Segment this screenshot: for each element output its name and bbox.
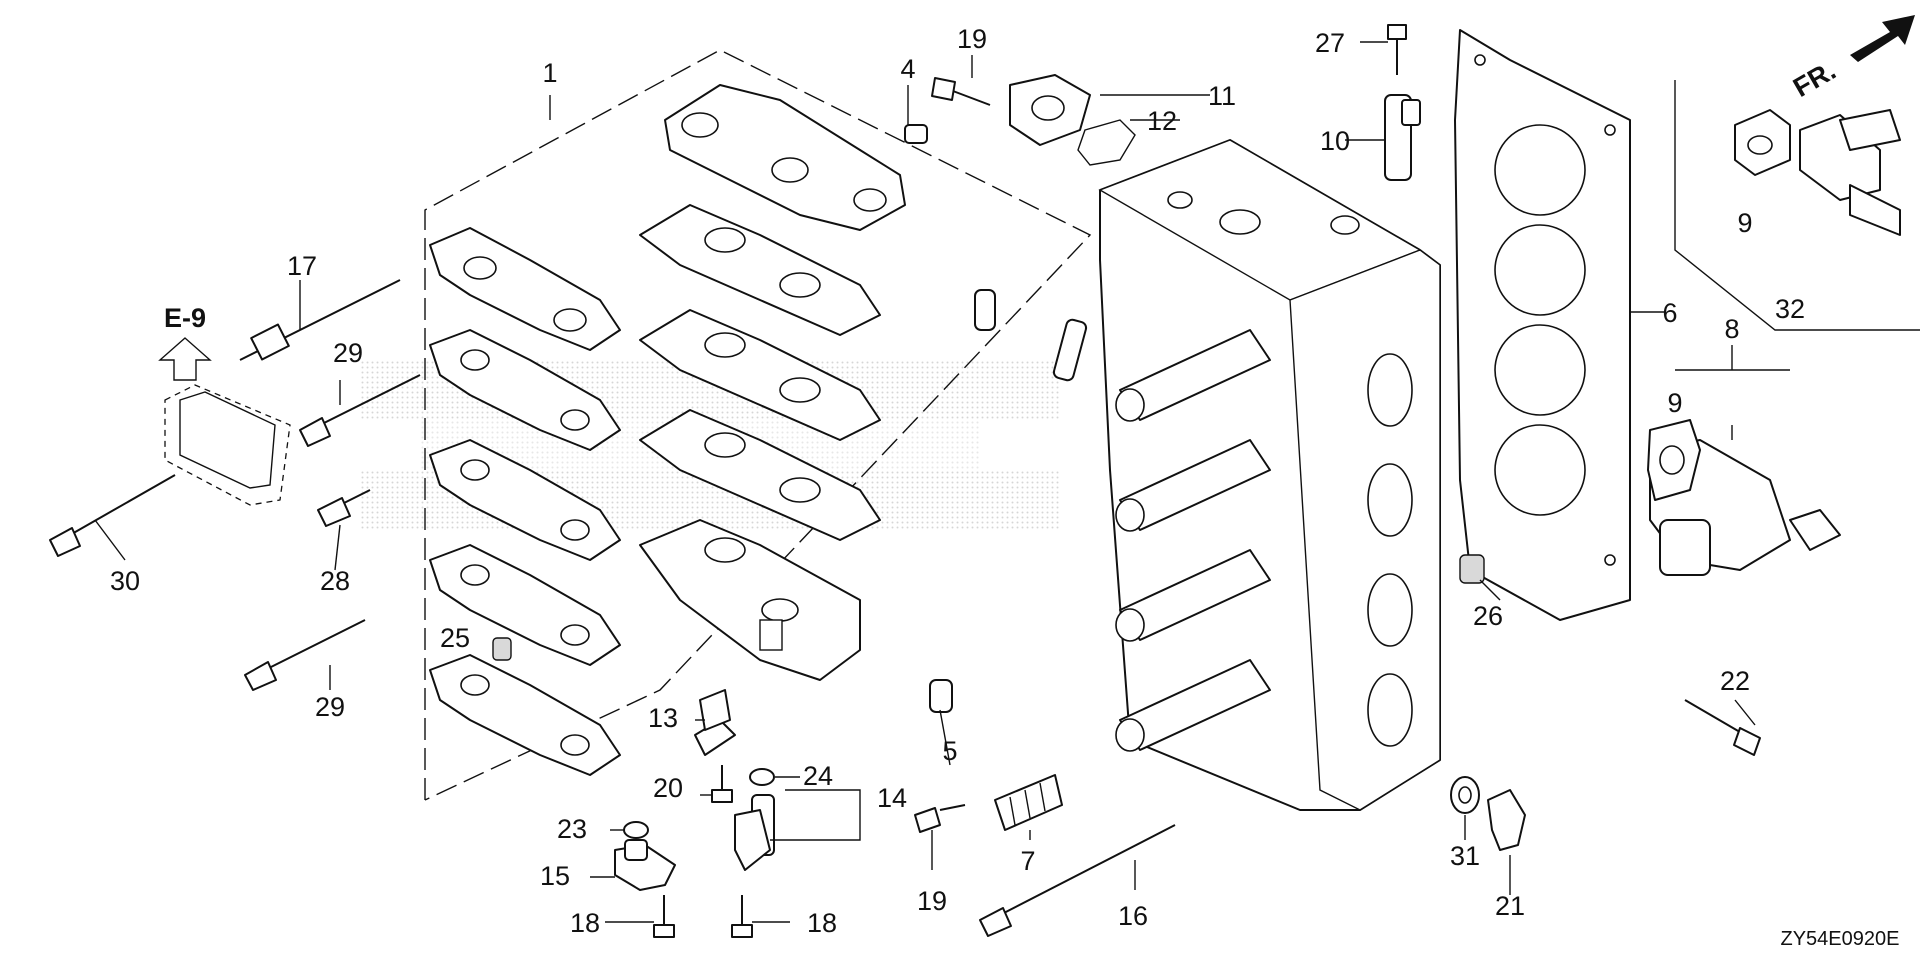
- part-28-bolt: [317, 489, 371, 527]
- camshaft-holder-right-1: [639, 204, 881, 336]
- callout-21: 21: [1495, 891, 1525, 921]
- callout-10: 10: [1320, 126, 1350, 156]
- camshaft-holder-right-3: [639, 409, 881, 541]
- gasket-9-lower: [1647, 419, 1701, 501]
- callout-16: 16: [1118, 901, 1148, 931]
- part-30-bolt: [49, 474, 176, 557]
- camshaft-holder-top: [664, 84, 906, 231]
- inset-box: [1674, 80, 1920, 331]
- callout-20: 20: [653, 773, 683, 803]
- callout-29-lower: 29: [315, 692, 345, 722]
- camshaft-holder-left-3: [429, 439, 621, 561]
- part-14-sensor: [734, 794, 775, 871]
- callout-1: 1: [542, 58, 557, 88]
- callout-19-top: 19: [957, 24, 987, 54]
- front-arrow-icon: [1850, 15, 1915, 62]
- part-13-bracket: [694, 689, 736, 756]
- part-25-dowel: [492, 637, 512, 661]
- part-20-bolt: [711, 765, 733, 803]
- part-27-bolt: [1387, 24, 1407, 75]
- camshaft-holder-right-4: [639, 519, 861, 681]
- callout-27: 27: [1315, 28, 1345, 58]
- callout-26: 26: [1473, 601, 1503, 631]
- callout-22: 22: [1720, 666, 1750, 696]
- callout-23: 23: [557, 814, 587, 844]
- camshaft-holder-left-1: [429, 227, 621, 351]
- front-indicator: FR.: [1788, 15, 1915, 103]
- callout-32: 32: [1775, 294, 1805, 324]
- part-18-bolt-right: [731, 895, 753, 938]
- part-5-seal: [929, 679, 953, 713]
- cylinder-head-bores: [1367, 353, 1413, 747]
- callout-4: 4: [900, 54, 915, 84]
- part-19-bolt-lower: [914, 804, 966, 833]
- part-10-sensor: [1384, 94, 1421, 181]
- callout-9-inset: 9: [1737, 208, 1752, 238]
- part-31-washer: [1450, 776, 1480, 814]
- part-12-gasket: [1077, 119, 1136, 166]
- callout-18-left: 18: [570, 908, 600, 938]
- callout-17: 17: [287, 251, 317, 281]
- intake-tubes: [1115, 329, 1271, 752]
- part-19-bolt-top: [931, 77, 991, 106]
- callout-24: 24: [803, 761, 833, 791]
- callout-12: 12: [1147, 106, 1177, 136]
- cylinder-head: [1098, 139, 1441, 811]
- assembly-1-outline: [424, 49, 1092, 801]
- callout-9-lower: 9: [1667, 388, 1682, 418]
- camshaft-holder-right-2: [639, 309, 881, 441]
- inset-gasket-9: [1734, 109, 1791, 176]
- part-23-oring: [623, 821, 649, 839]
- part-29-bolt-upper: [299, 374, 421, 447]
- part-26-dowel: [1459, 554, 1485, 584]
- callout-19-lower: 19: [917, 886, 947, 916]
- callout-5: 5: [942, 736, 957, 766]
- callout-labels: 1 4 5 6 7 8 9 9 10 11 12 13 14 15 16 17 …: [110, 24, 1805, 938]
- part-29-bolt-lower: [244, 619, 366, 691]
- up-arrow-icon: [158, 337, 212, 381]
- part-24-oring: [749, 768, 775, 786]
- callout-28: 28: [320, 566, 350, 596]
- callout-14: 14: [877, 783, 907, 813]
- part-4-cap: [904, 124, 928, 144]
- camshaft-holder-left-4: [429, 544, 621, 666]
- part-16-bolt: [979, 824, 1176, 937]
- part-21-plug: [1487, 789, 1526, 851]
- camshaft-holder-group: [429, 84, 906, 776]
- callout-7: 7: [1020, 846, 1035, 876]
- reference-e9-label: E-9: [164, 303, 206, 333]
- part-11-cover: [1009, 74, 1091, 146]
- callout-13: 13: [648, 703, 678, 733]
- part-17-bolt: [239, 279, 401, 361]
- diagram-code: ZY54E0920E: [1781, 928, 1900, 950]
- reference-e9: E-9: [158, 303, 212, 381]
- e9-plate: [164, 384, 291, 506]
- part-15-sensor: [614, 839, 676, 891]
- callout-18-right: 18: [807, 908, 837, 938]
- camshaft-holder-left-2: [429, 329, 621, 451]
- leader-lines: [94, 41, 1790, 923]
- valve-guide-upper: [974, 289, 1088, 382]
- head-gasket: [1454, 29, 1631, 621]
- part-7-spring: [994, 774, 1063, 831]
- part-22-bolt: [1684, 699, 1761, 756]
- callout-6: 6: [1662, 298, 1677, 328]
- camshaft-holder-left-5: [429, 654, 621, 776]
- callout-8: 8: [1724, 314, 1739, 344]
- callout-25: 25: [440, 623, 470, 653]
- front-label: FR.: [1788, 55, 1841, 103]
- callout-30: 30: [110, 566, 140, 596]
- callout-11: 11: [1208, 81, 1236, 111]
- inset-solenoid-32: [1799, 109, 1901, 236]
- callout-15: 15: [540, 861, 570, 891]
- callout-31: 31: [1450, 841, 1480, 871]
- callout-29-upper: 29: [333, 338, 363, 368]
- part-18-bolt-left: [653, 895, 675, 938]
